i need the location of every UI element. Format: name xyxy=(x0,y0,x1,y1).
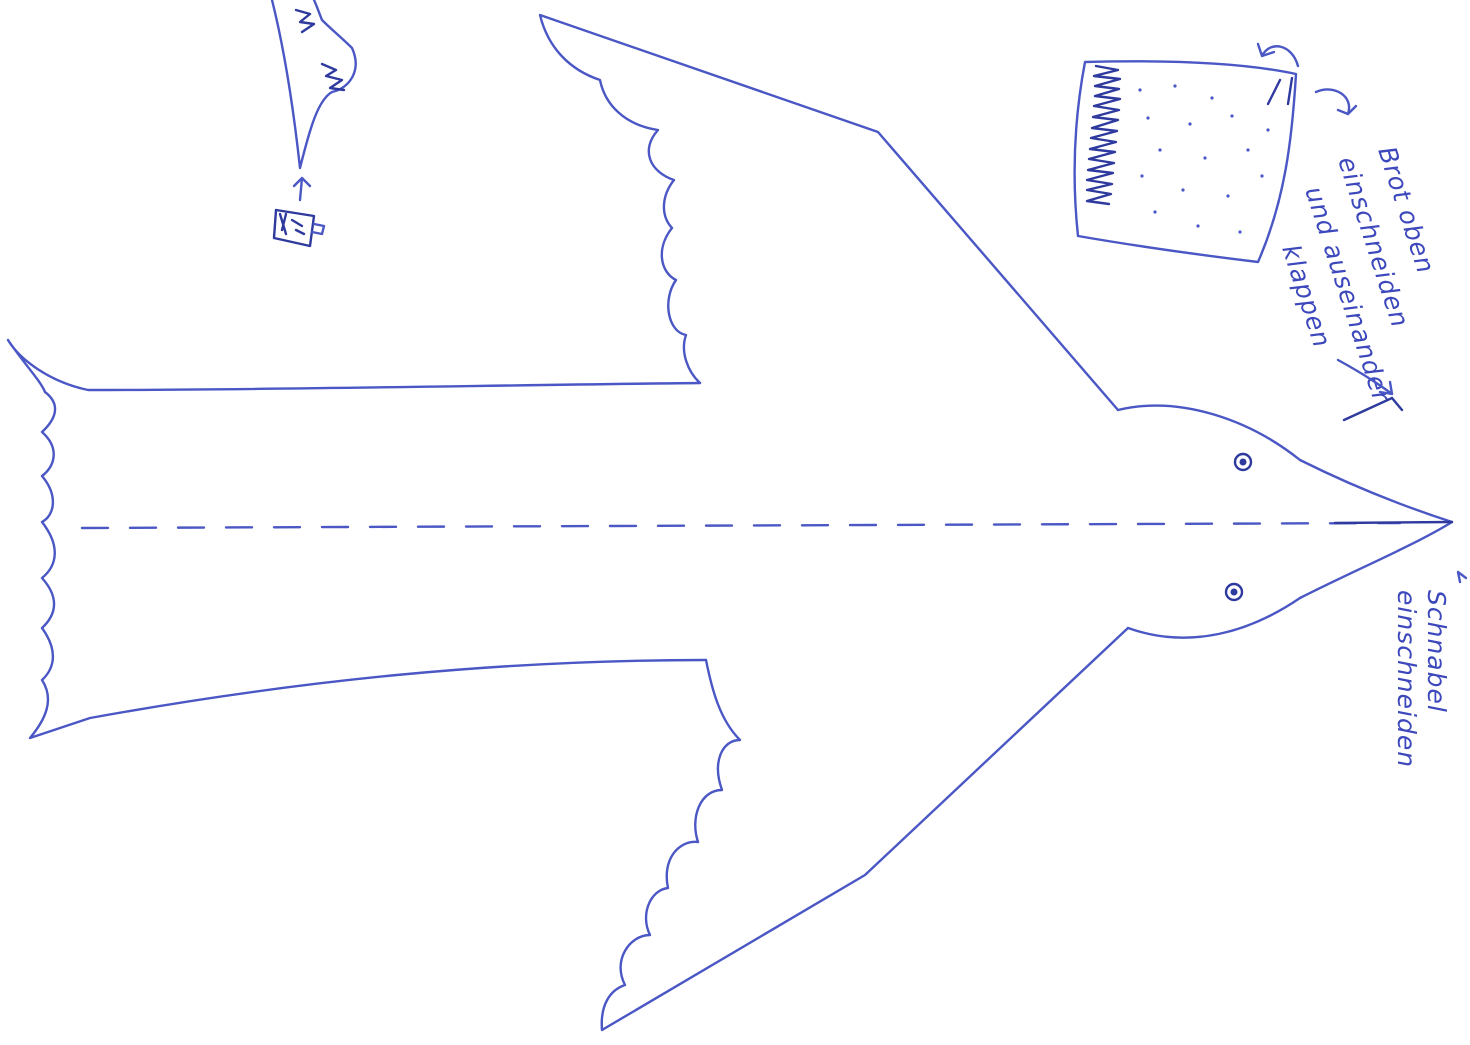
small-bird-sketch xyxy=(272,0,356,246)
eye-left xyxy=(1235,454,1251,470)
beak-instruction-line-2-group: einschneiden xyxy=(1392,590,1421,768)
small-bread-sketch xyxy=(274,210,324,246)
fold-arrow-down-icon xyxy=(1316,89,1356,114)
fold-line-dashed xyxy=(82,523,1400,528)
bread-cut-mark xyxy=(1268,78,1292,104)
bread-crust-scribble xyxy=(1087,66,1120,204)
beak-arrow-icon xyxy=(1458,572,1466,582)
lower-wing-outline xyxy=(602,628,1128,1030)
eye-right xyxy=(1226,584,1242,600)
beak-instruction-line-1: Schnabel xyxy=(1422,590,1451,713)
beak-instruction-line-2: einschneiden xyxy=(1392,590,1421,768)
tail-outline xyxy=(8,340,706,738)
arrow-up-icon xyxy=(294,178,310,200)
beak-cut-line xyxy=(1335,522,1452,523)
upper-wing-outline xyxy=(540,15,1118,410)
beak-instruction-line-1-group: Schnabel xyxy=(1422,590,1451,713)
bird-cutout-outline xyxy=(8,15,1452,1030)
fold-arrow-up-icon xyxy=(1258,44,1298,66)
